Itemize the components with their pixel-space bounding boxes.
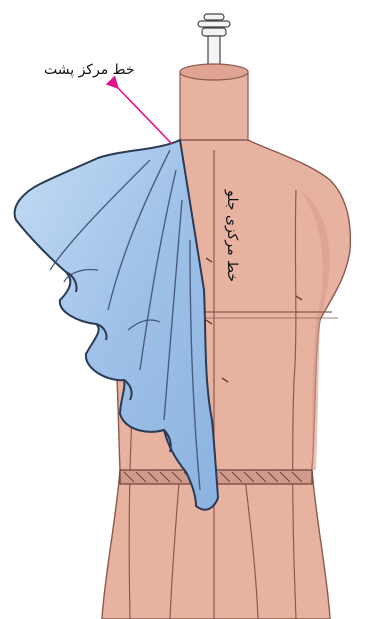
neck-top-ellipse [180, 64, 248, 80]
back-center-line-label: خط مرکز پشت [44, 62, 135, 78]
pointer-arrow [118, 88, 172, 144]
ruffle-drape [15, 140, 218, 510]
front-center-line-label: خط مرکزی جلو [224, 190, 240, 282]
stand-cap-icon [198, 14, 230, 66]
